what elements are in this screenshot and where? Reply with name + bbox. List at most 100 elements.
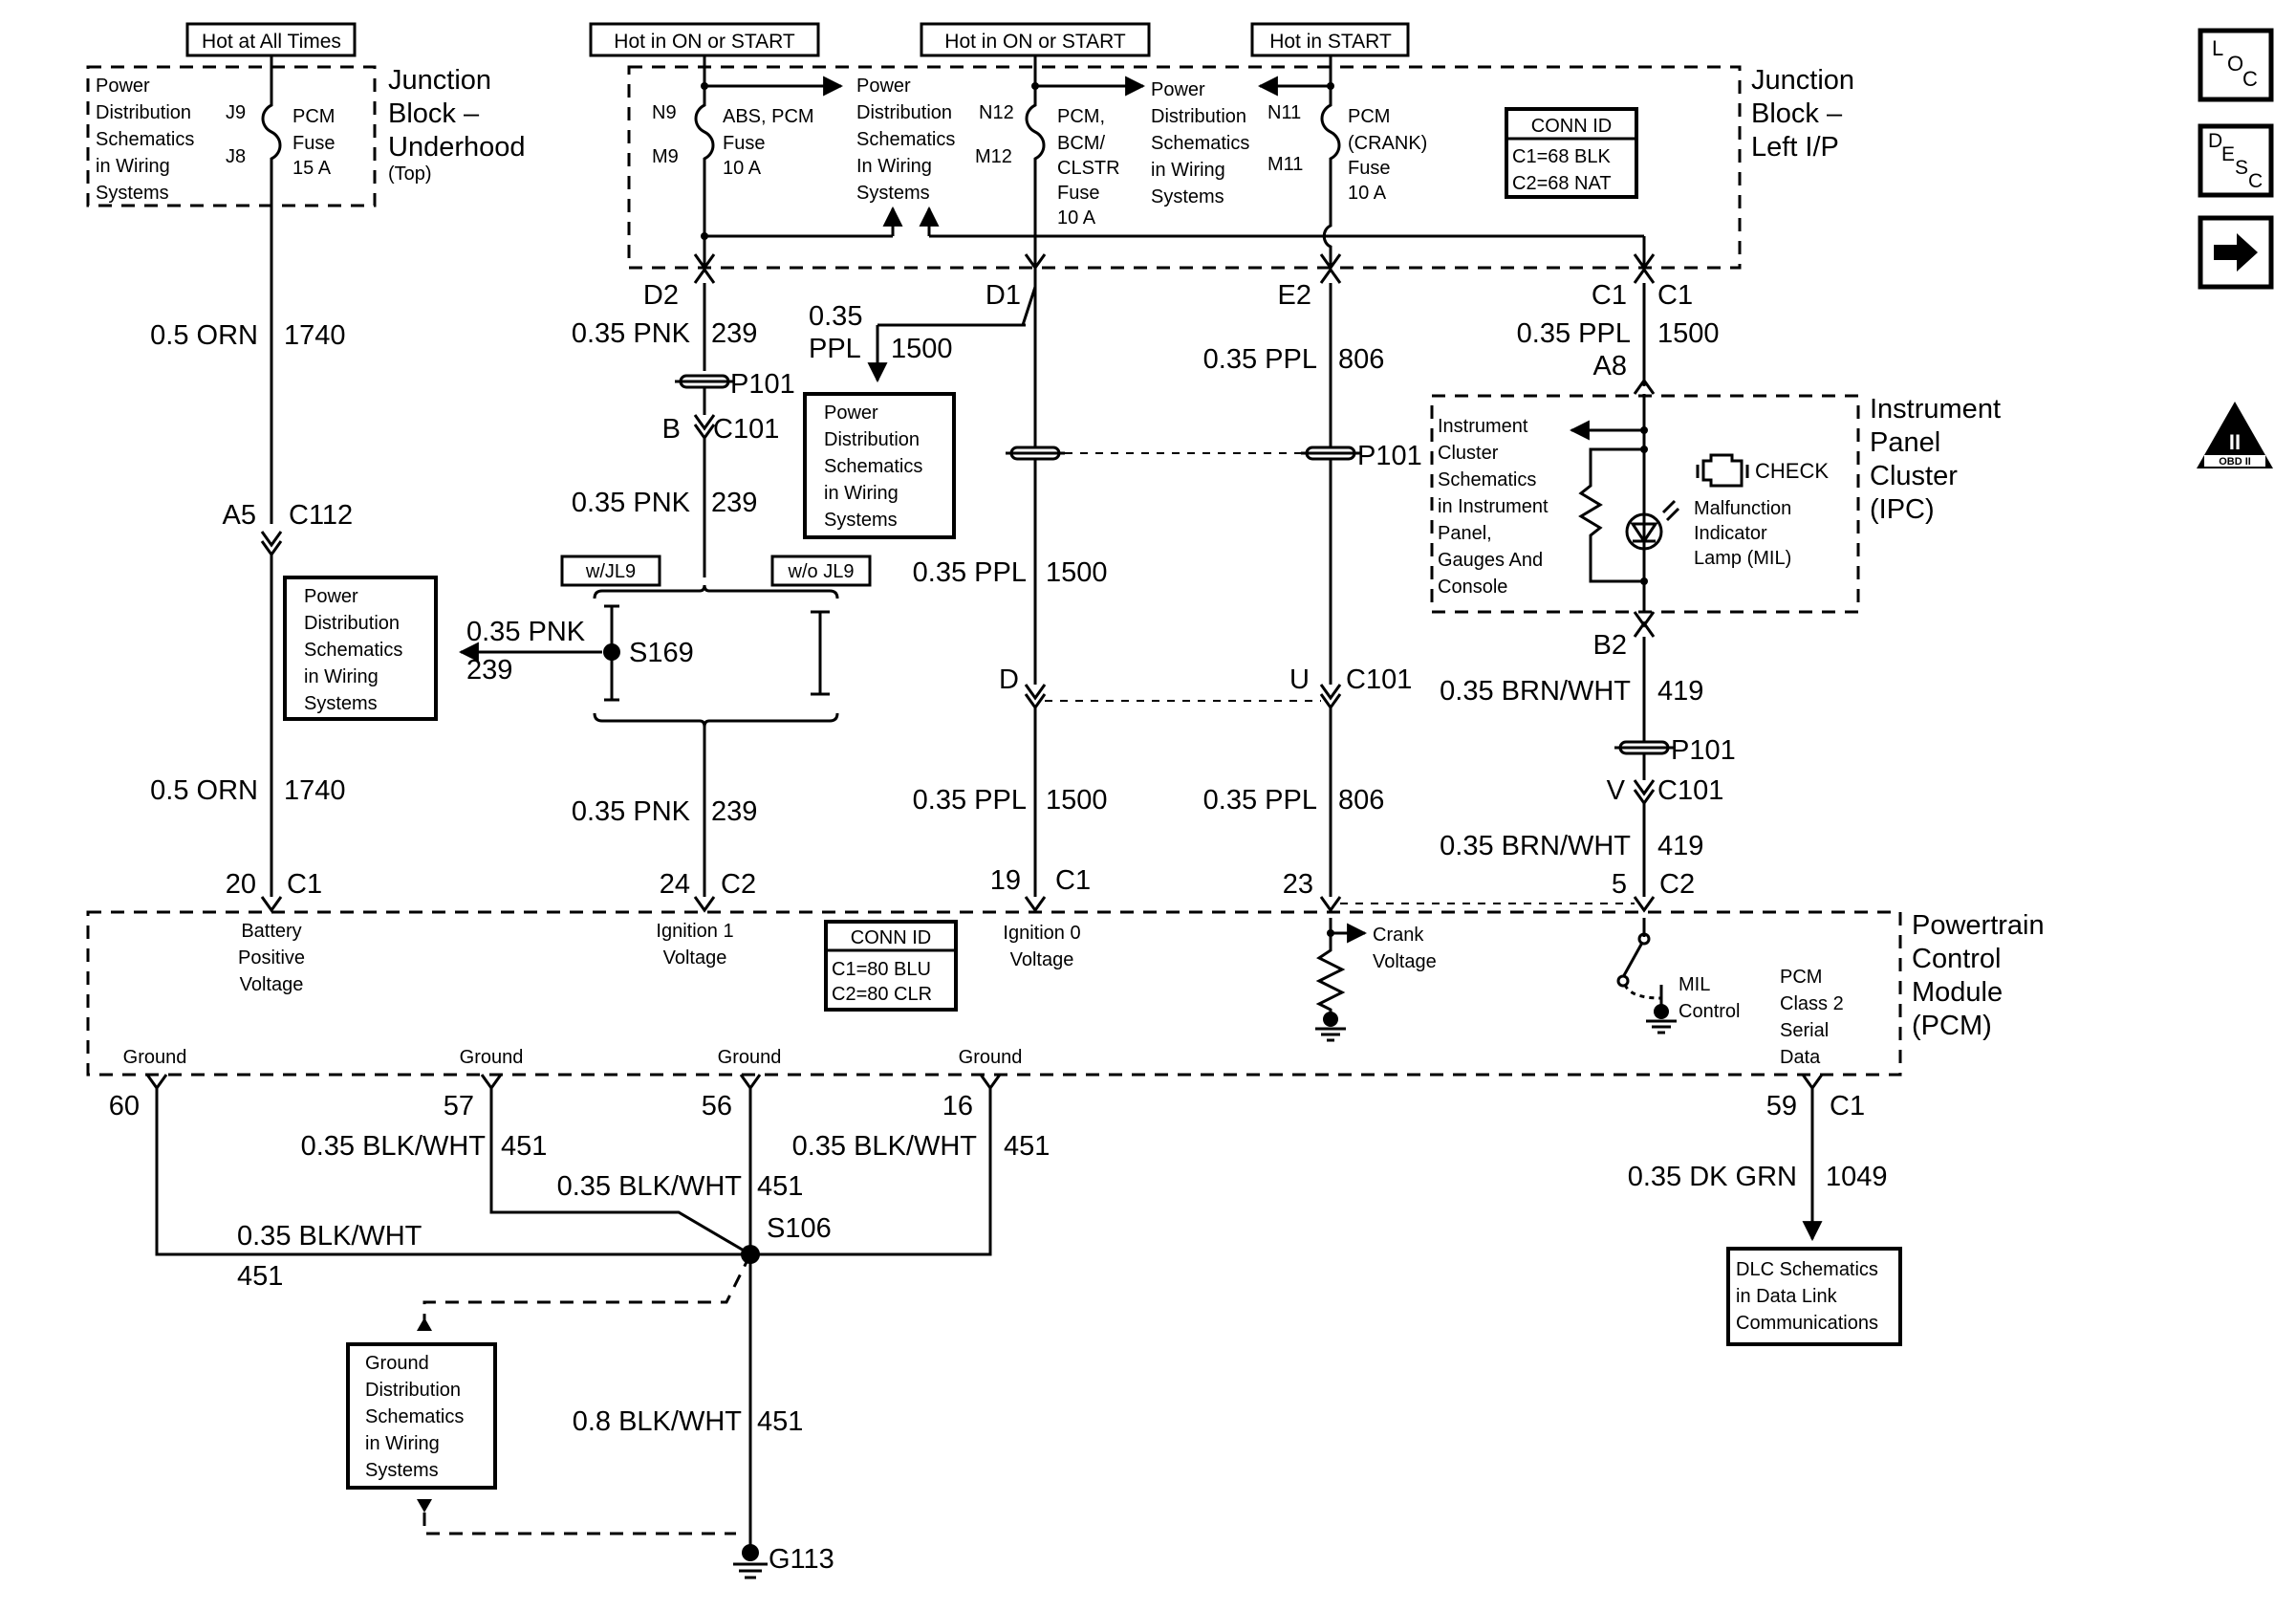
svg-text:Panel: Panel bbox=[1870, 427, 1940, 458]
svg-text:PCM,: PCM, bbox=[1057, 106, 1105, 127]
svg-text:Schematics: Schematics bbox=[96, 129, 194, 150]
svg-text:Power: Power bbox=[856, 76, 911, 97]
jl9-option-block: w/JL9 w/o JL9 S169 bbox=[560, 555, 872, 728]
svg-text:1500: 1500 bbox=[1046, 785, 1108, 816]
svg-text:Console: Console bbox=[1438, 577, 1507, 598]
svg-text:A5: A5 bbox=[223, 500, 256, 531]
ipc-ref: Instrument Cluster Schematics in Instrum… bbox=[1438, 416, 1549, 598]
svg-text:in Wiring: in Wiring bbox=[1151, 160, 1225, 181]
svg-text:D2: D2 bbox=[643, 280, 679, 311]
svg-text:Hot in ON or START: Hot in ON or START bbox=[614, 31, 795, 53]
svg-text:0.35 PNK: 0.35 PNK bbox=[572, 796, 691, 827]
svg-text:PCM: PCM bbox=[292, 106, 335, 127]
check-engine-icon bbox=[1696, 453, 1749, 488]
svg-text:C2=80 CLR: C2=80 CLR bbox=[832, 984, 932, 1005]
svg-text:57: 57 bbox=[444, 1091, 474, 1121]
svg-text:G113: G113 bbox=[769, 1544, 834, 1575]
pcm-fuse-15a-icon bbox=[261, 67, 282, 206]
svg-text:in Wiring: in Wiring bbox=[304, 666, 379, 687]
svg-text:0.5 ORN: 0.5 ORN bbox=[150, 320, 258, 351]
svg-text:451: 451 bbox=[1004, 1131, 1050, 1162]
svg-text:E2: E2 bbox=[1278, 280, 1311, 311]
svg-text:D: D bbox=[2208, 130, 2222, 152]
svg-text:Hot in START: Hot in START bbox=[1269, 31, 1392, 53]
crank-voltage-circuit: Crank Voltage bbox=[1315, 918, 1437, 1042]
svg-text:0.35 BRN/WHT: 0.35 BRN/WHT bbox=[1440, 676, 1631, 707]
wire-419-upper: 0.35 BRN/WHT 419 bbox=[1440, 676, 1703, 707]
svg-text:20: 20 bbox=[226, 869, 256, 900]
description-icon[interactable]: D E S C bbox=[2198, 123, 2274, 198]
svg-text:Gauges And: Gauges And bbox=[1438, 550, 1543, 571]
svg-text:In Wiring: In Wiring bbox=[856, 156, 932, 177]
svg-text:451: 451 bbox=[757, 1171, 803, 1202]
svg-text:Voltage: Voltage bbox=[1373, 951, 1437, 972]
svg-text:0.35 BLK/WHT: 0.35 BLK/WHT bbox=[237, 1221, 422, 1252]
wire-806-upper: 0.35 PPL 806 bbox=[1203, 344, 1385, 375]
svg-text:1740: 1740 bbox=[284, 320, 346, 351]
svg-text:Ground: Ground bbox=[718, 1047, 782, 1068]
svg-text:Distribution: Distribution bbox=[304, 613, 400, 634]
abs-pcm-fuse-icon bbox=[694, 67, 715, 268]
svg-text:Distribution: Distribution bbox=[365, 1380, 461, 1401]
conn-id-pcm: CONN ID C1=80 BLU C2=80 CLR bbox=[824, 920, 958, 1012]
svg-text:Fuse: Fuse bbox=[1348, 158, 1390, 179]
svg-text:Power: Power bbox=[824, 403, 878, 424]
svg-text:Communications: Communications bbox=[1736, 1313, 1878, 1334]
svg-text:451: 451 bbox=[501, 1131, 547, 1162]
svg-text:A8: A8 bbox=[1593, 351, 1627, 381]
svg-text:Hot at All Times: Hot at All Times bbox=[202, 31, 341, 53]
svg-text:(IPC): (IPC) bbox=[1870, 494, 1935, 525]
wire-1500-lower: 0.35 PPL 1500 bbox=[913, 785, 1108, 816]
svg-text:CLSTR: CLSTR bbox=[1057, 158, 1120, 179]
svg-text:0.35 BLK/WHT: 0.35 BLK/WHT bbox=[301, 1131, 487, 1162]
svg-text:451: 451 bbox=[237, 1261, 283, 1292]
svg-text:S169: S169 bbox=[629, 638, 694, 668]
pd-ref-s169: Power Distribution Schematics in Wiring … bbox=[283, 576, 438, 721]
location-icon[interactable]: L O C bbox=[2198, 28, 2274, 102]
svg-text:1500: 1500 bbox=[1657, 318, 1720, 349]
svg-text:Hot in ON or START: Hot in ON or START bbox=[944, 31, 1126, 53]
wire-451-ground: 0.8 BLK/WHT 451 bbox=[573, 1406, 804, 1437]
svg-text:in Wiring: in Wiring bbox=[96, 156, 170, 177]
svg-text:Distribution: Distribution bbox=[824, 429, 920, 450]
pcm-pin-20: 20 C1 bbox=[226, 869, 322, 913]
jb-connector-c1: C1 C1 bbox=[1592, 253, 1693, 311]
svg-text:Data: Data bbox=[1780, 1047, 1821, 1068]
svg-text:0.35 PPL: 0.35 PPL bbox=[1517, 318, 1631, 349]
svg-text:C2=68 NAT: C2=68 NAT bbox=[1512, 173, 1612, 194]
conn-id-jb: CONN ID C1=68 BLK C2=68 NAT bbox=[1505, 107, 1638, 199]
svg-text:D: D bbox=[999, 664, 1019, 695]
svg-text:24: 24 bbox=[660, 869, 690, 900]
wire-451-pin16: 0.35 BLK/WHT 451 bbox=[792, 1131, 1051, 1162]
svg-text:60: 60 bbox=[109, 1091, 140, 1121]
hot-in-start-label: Hot in START bbox=[1250, 22, 1410, 57]
svg-text:Distribution: Distribution bbox=[96, 102, 191, 123]
svg-text:Fuse: Fuse bbox=[723, 133, 765, 154]
wire-239-middle: 0.35 PNK 239 bbox=[572, 488, 758, 518]
jb-connector-d2: D2 bbox=[643, 253, 716, 311]
wire-1500-tap: 0.35 PPL 1500 bbox=[809, 301, 953, 364]
svg-text:5: 5 bbox=[1612, 869, 1627, 900]
svg-text:Ignition 0: Ignition 0 bbox=[1003, 923, 1080, 944]
svg-text:(Top): (Top) bbox=[388, 163, 432, 185]
pd-ref-underhood: Power Distribution Schematics in Wiring … bbox=[96, 76, 194, 204]
svg-text:CONN ID: CONN ID bbox=[1531, 116, 1612, 137]
svg-text:Powertrain: Powertrain bbox=[1912, 910, 2045, 941]
svg-text:Distribution: Distribution bbox=[1151, 106, 1246, 127]
connector-p101-c101-a: P101 B C101 bbox=[662, 369, 795, 445]
svg-text:10 A: 10 A bbox=[1348, 183, 1387, 204]
svg-text:BCM/: BCM/ bbox=[1057, 133, 1105, 154]
svg-text:239: 239 bbox=[466, 655, 512, 686]
svg-text:1740: 1740 bbox=[284, 775, 346, 806]
svg-text:451: 451 bbox=[757, 1406, 803, 1437]
svg-text:56: 56 bbox=[702, 1091, 732, 1121]
svg-text:N11: N11 bbox=[1267, 102, 1301, 123]
svg-text:P101: P101 bbox=[730, 369, 795, 400]
svg-text:Block –: Block – bbox=[388, 98, 480, 129]
svg-text:Class 2: Class 2 bbox=[1780, 993, 1844, 1014]
svg-text:Cluster: Cluster bbox=[1870, 461, 1958, 491]
next-arrow-icon[interactable] bbox=[2198, 215, 2274, 290]
svg-text:0.35 DK GRN: 0.35 DK GRN bbox=[1628, 1162, 1797, 1192]
svg-text:Ground: Ground bbox=[460, 1047, 524, 1068]
svg-text:0.35 PPL: 0.35 PPL bbox=[913, 557, 1027, 588]
